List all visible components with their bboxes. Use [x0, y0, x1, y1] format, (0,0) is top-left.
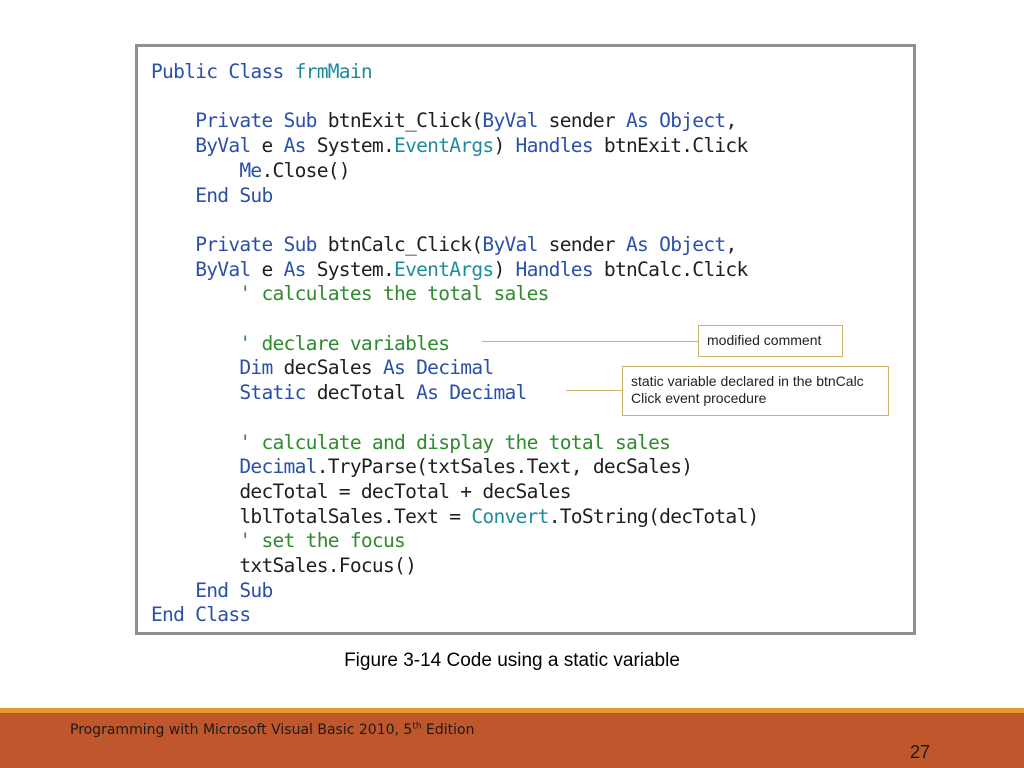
code-keyword: As Decimal	[382, 356, 494, 380]
code-text	[151, 233, 195, 256]
callout-modified-comment: modified comment	[698, 325, 843, 357]
code-keyword: ByVal	[482, 109, 538, 133]
code-line-21: txtSales.Focus()	[151, 554, 417, 578]
footer-title-main: Programming with Microsoft Visual Basic …	[70, 722, 413, 738]
code-keyword: ByVal	[195, 257, 251, 281]
code-text: )	[493, 257, 516, 281]
callout-static-variable-line1: static variable declared in the btnCalc	[631, 373, 864, 389]
callout-modified-comment-text: modified comment	[707, 332, 822, 348]
code-keyword: As	[283, 257, 307, 281]
code-line-13: Dim decSales As Decimal	[151, 356, 494, 380]
code-line-9: ByVal e As System.EventArgs) Handles btn…	[151, 258, 748, 282]
code-line-10: ' calculates the total sales	[151, 282, 549, 306]
code-text	[151, 184, 195, 207]
code-line-1: Public Class frmMain	[151, 60, 373, 84]
code-keyword: End Sub	[195, 578, 273, 602]
code-text: System.	[305, 257, 395, 281]
code-keyword: End Sub	[195, 183, 273, 207]
code-keyword: Dim	[239, 356, 273, 380]
code-text: System.	[305, 134, 395, 158]
code-text	[151, 356, 239, 379]
code-text	[151, 431, 239, 454]
callout-leader-static-variable	[566, 390, 623, 391]
code-line-12: ' declare variables	[151, 331, 450, 356]
callout-static-variable-line2: Click event procedure	[631, 390, 767, 406]
footer-title-end: Edition	[421, 722, 475, 738]
code-line-19: lblTotalSales.Text = Convert.ToString(de…	[151, 505, 759, 529]
code-text: btnCalc_Click(	[327, 232, 483, 256]
code-keyword: Handles	[515, 257, 594, 281]
code-comment: ' declare variables	[239, 331, 450, 355]
callout-leader-modified-comment	[482, 341, 699, 342]
code-text	[151, 529, 239, 552]
code-keyword: Me	[239, 158, 262, 182]
code-text	[151, 579, 195, 602]
code-keyword: ByVal	[482, 232, 538, 256]
code-text: e	[250, 134, 284, 158]
footer-title-superscript: th	[412, 721, 422, 732]
code-text	[151, 134, 195, 157]
code-type-name: EventArgs	[394, 257, 494, 281]
code-keyword: Handles	[515, 134, 594, 158]
code-line-16: ' calculate and display the total sales	[151, 430, 671, 455]
code-text	[151, 109, 195, 132]
code-keyword: As Decimal	[416, 381, 527, 405]
code-text: lblTotalSales.Text =	[151, 504, 472, 528]
code-type-name: EventArgs	[394, 134, 494, 158]
code-line-23: End Class	[151, 603, 251, 627]
code-text	[151, 159, 239, 182]
code-keyword: As	[283, 134, 307, 158]
code-text	[151, 455, 239, 478]
code-text: .TryParse(txtSales.Text, decSales)	[316, 455, 693, 479]
figure-caption: Figure 3-14 Code using a static variable	[344, 650, 680, 671]
callout-static-variable: static variable declared in the btnCalc …	[622, 366, 889, 416]
code-keyword: As Object	[626, 109, 726, 133]
code-text: txtSales.Focus()	[151, 554, 417, 577]
code-line-4: ByVal e As System.EventArgs) Handles btn…	[151, 134, 748, 158]
footer-band: Programming with Microsoft Visual Basic …	[0, 708, 1024, 768]
code-text: decTotal = decTotal + decSales	[151, 479, 571, 503]
code-keyword: As Object	[626, 232, 726, 256]
code-type-name: Convert	[471, 504, 549, 528]
code-text	[151, 381, 239, 404]
code-text: ,	[725, 232, 737, 256]
code-line-17: Decimal.TryParse(txtSales.Text, decSales…	[151, 455, 693, 479]
code-comment: ' calculates the total sales	[239, 282, 549, 306]
code-text: btnExit_Click(	[327, 109, 483, 133]
code-text: decTotal	[305, 381, 417, 405]
code-line-3: Private Sub btnExit_Click(ByVal sender A…	[151, 109, 737, 133]
code-text: sender	[537, 109, 627, 133]
code-text	[151, 258, 195, 281]
code-comment: ' set the focus	[239, 529, 406, 553]
code-line-5: Me.Close()	[151, 159, 350, 183]
code-text: btnExit.Click	[592, 134, 748, 158]
code-text: e	[250, 257, 284, 281]
code-text: decSales	[272, 356, 383, 380]
code-keyword: Public Class	[151, 60, 295, 83]
code-text: sender	[537, 232, 627, 256]
code-comment: ' calculate and display the total sales	[239, 430, 671, 454]
code-type-name: frmMain	[294, 60, 373, 83]
code-line-6: End Sub	[151, 184, 273, 208]
code-text	[151, 282, 239, 305]
code-line-8: Private Sub btnCalc_Click(ByVal sender A…	[151, 232, 737, 257]
code-keyword: Private Sub	[195, 232, 328, 256]
code-line-18: decTotal = decTotal + decSales	[151, 480, 571, 504]
code-text: ,	[725, 109, 737, 133]
code-keyword: End Class	[151, 603, 251, 627]
code-text: .ToString(decTotal)	[548, 504, 760, 528]
page-number: 27	[909, 742, 931, 762]
code-text: )	[493, 134, 516, 158]
footer-book-title: Programming with Microsoft Visual Basic …	[70, 722, 474, 738]
code-line-22: End Sub	[151, 579, 273, 603]
code-line-14: Static decTotal As Decimal	[151, 381, 527, 405]
code-keyword: Decimal	[239, 455, 317, 479]
code-keyword: Private Sub	[195, 109, 328, 133]
code-line-20: ' set the focus	[151, 529, 405, 553]
code-text: .Close()	[261, 158, 350, 182]
code-keyword: Static	[239, 381, 306, 405]
code-text	[151, 332, 239, 355]
code-text: btnCalc.Click	[592, 257, 748, 281]
code-keyword: ByVal	[195, 134, 251, 158]
